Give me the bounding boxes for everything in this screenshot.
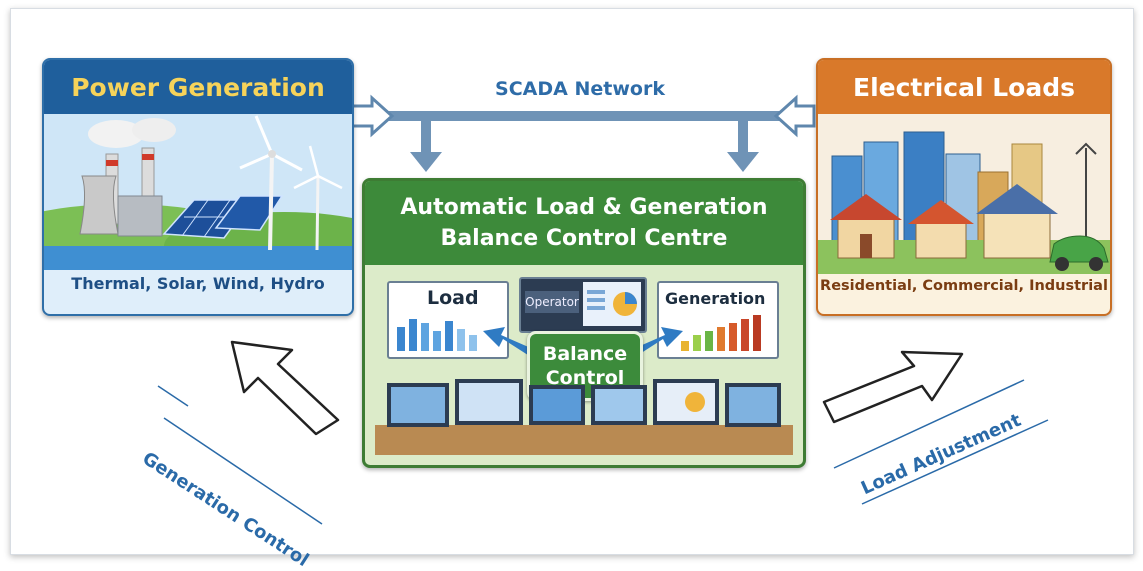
wind-turbine-icon: [239, 115, 303, 251]
generation-screen-label: Generation: [665, 289, 766, 308]
gen-to-bus-arrow: [350, 94, 395, 138]
house-icon: [976, 184, 1058, 259]
electrical-loads-title: Electrical Loads: [818, 60, 1110, 114]
bus-drop-right: [738, 118, 748, 154]
desk-monitor: [387, 383, 449, 427]
desk-monitor: [455, 379, 523, 425]
load-adjustment-arrow: [822, 350, 964, 424]
control-centre-title: Automatic Load & Generation Balance Cont…: [365, 181, 803, 265]
operator-label: Operator: [525, 291, 579, 313]
load-types-label: Residential, Commercial, Industrial: [820, 278, 1108, 294]
operator-desk: [375, 379, 793, 455]
control-centre-title-line1: Automatic Load & Generation: [400, 195, 768, 220]
generation-control-underline: [163, 417, 323, 525]
operator-dashboard: [583, 282, 641, 326]
electrical-loads-panel: Electrical Loads: [816, 58, 1112, 316]
load-bar-graph: [397, 319, 477, 351]
load-adjustment-underline: [861, 419, 1049, 505]
desk-monitor: [725, 383, 781, 427]
power-plant-building: [117, 195, 163, 237]
balance-line1: Balance: [542, 343, 628, 365]
desk-surface: [375, 425, 793, 455]
power-plants-illustration: [44, 114, 352, 270]
cooling-tower-icon: [79, 175, 119, 235]
bus-drop-left: [421, 118, 431, 154]
desk-monitor: [529, 385, 585, 425]
desk-monitor: [591, 385, 647, 425]
control-centre-panel: Automatic Load & Generation Balance Cont…: [362, 178, 806, 468]
loads-to-bus-arrow: [773, 94, 816, 138]
arrow-to-load: [483, 327, 533, 357]
power-generation-panel: Power Generation: [42, 58, 354, 316]
wind-turbine-icon: [293, 145, 343, 251]
water: [44, 246, 352, 270]
balance-line2: Control: [545, 367, 625, 389]
down-arrow-left: [410, 152, 442, 172]
scada-bus: [388, 111, 788, 121]
load-monitor-screen: Load: [387, 281, 509, 359]
operator-screen: Operator: [519, 277, 647, 333]
house-icon: [830, 194, 902, 259]
load-screen-label: Load: [427, 287, 479, 309]
control-centre-title-line2: Balance Control Centre: [440, 226, 728, 251]
generation-control-arrow: [230, 340, 340, 436]
smoke-cloud: [132, 118, 176, 142]
city-buildings-illustration: [818, 114, 1110, 274]
balance-arrows: [483, 327, 683, 357]
load-adjustment-overline: [833, 379, 1025, 469]
generation-sources-label: Thermal, Solar, Wind, Hydro: [71, 274, 325, 293]
generation-monitor-screen: Generation: [657, 281, 779, 359]
electric-car-icon: [1049, 235, 1109, 271]
arrow-to-generation: [633, 327, 683, 357]
desk-monitor: [653, 379, 719, 425]
generation-control-overline: [157, 385, 189, 407]
scada-network-label: SCADA Network: [495, 78, 665, 100]
smoke-cloud: [88, 120, 144, 148]
solar-panel-icon: [162, 195, 284, 239]
power-generation-title: Power Generation: [44, 60, 352, 114]
house-icon: [908, 200, 974, 259]
down-arrow-right: [727, 152, 759, 172]
generation-bar-graph: [681, 315, 761, 351]
